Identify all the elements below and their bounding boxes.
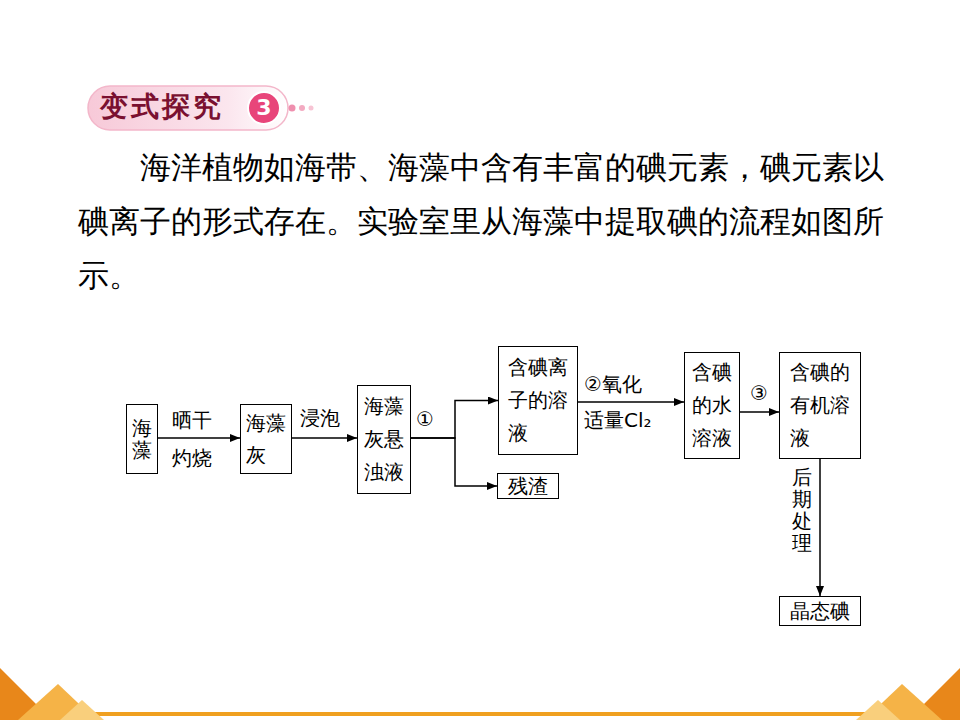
badge-band — [88, 86, 288, 130]
corner-triangle — [60, 700, 104, 720]
product-box: 晶态碘 — [779, 596, 861, 626]
edge-label: ③ — [750, 382, 774, 404]
box-text: 海藻灰 — [246, 407, 286, 471]
flow-arrow — [158, 437, 240, 439]
question-stem: 海洋植物如海带、海藻中含有丰富的碘元素，碘元素以碘离子的形式存在。实验室里从海藻… — [78, 140, 890, 302]
badge-dot — [299, 105, 305, 111]
edge-label: ① — [416, 408, 440, 430]
badge-title: 变式探究 — [100, 88, 250, 126]
box-text: 含碘的有机溶液 — [790, 356, 850, 455]
box-text: 含碘离子的溶液 — [508, 351, 568, 450]
badge-circle — [248, 92, 280, 124]
source-box: 海藻 — [126, 404, 158, 474]
process-box: 海藻灰 — [240, 404, 292, 474]
box-text: 晶态碘 — [790, 598, 850, 624]
process-box: 海藻灰悬浊液 — [357, 385, 411, 494]
flow-arrow — [292, 437, 357, 439]
box-text: 海藻灰悬浊液 — [364, 390, 404, 489]
flow-arrow — [578, 401, 684, 403]
flow-arrow — [411, 401, 498, 439]
process-box: 含碘的水溶液 — [684, 352, 740, 459]
process-box: 含碘的有机溶液 — [779, 352, 861, 459]
edge-label: 晒干 灼烧 — [172, 401, 212, 477]
badge-number: 3 — [250, 93, 278, 123]
badge-dot — [309, 106, 314, 111]
box-text: 含碘的水溶液 — [692, 356, 732, 455]
box-text: 残渣 — [508, 475, 548, 497]
residue-box: 残渣 — [497, 473, 559, 499]
box-text: 海藻 — [132, 417, 152, 461]
flow-arrow — [411, 438, 497, 486]
edge-label: 浸泡 — [300, 406, 340, 430]
corner-triangle — [856, 700, 900, 720]
process-box: 含碘离子的溶液 — [498, 346, 578, 455]
bottom-rule — [0, 712, 960, 716]
badge-dot — [289, 105, 296, 112]
flow-arrow — [819, 459, 821, 596]
flow-arrow — [740, 411, 779, 413]
edge-label: 后期处理 — [792, 466, 812, 554]
edge-label: ②氧化 适量Cl₂ — [584, 366, 664, 438]
